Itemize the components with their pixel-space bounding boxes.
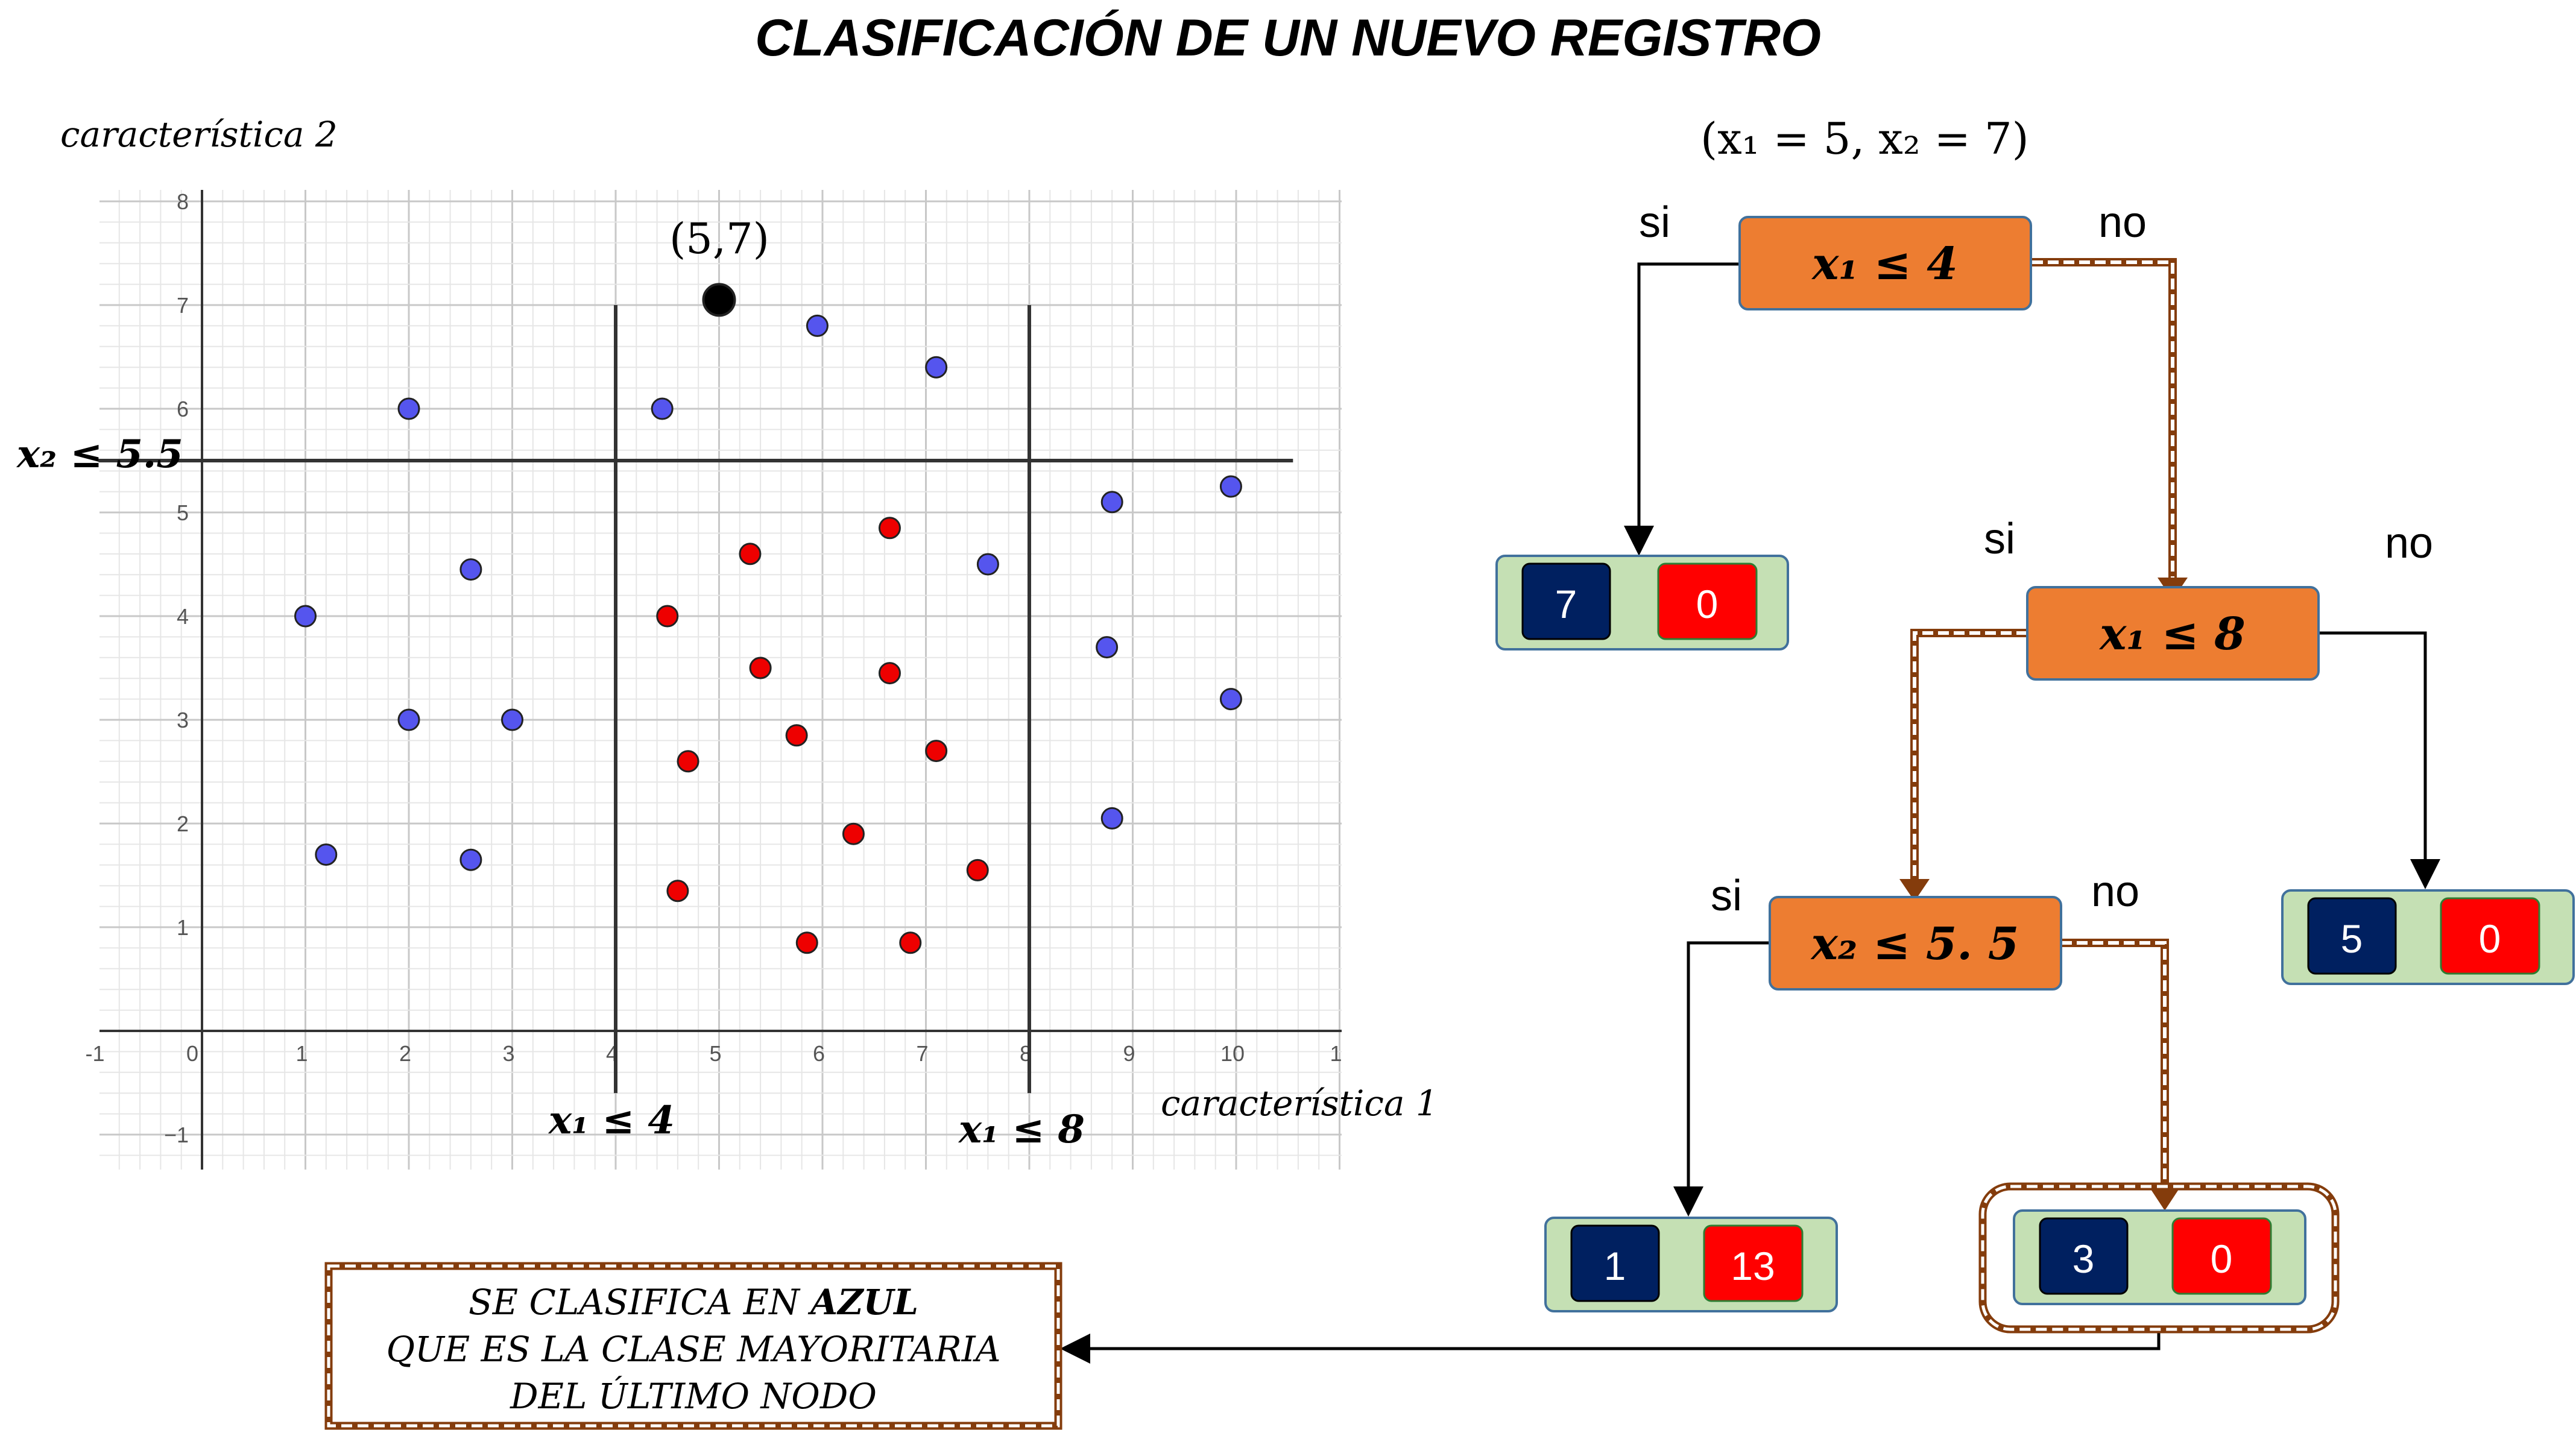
leaf-red-count: 0 <box>2211 1236 2233 1281</box>
split-label-x1-4: x₁ ≤ 4 <box>548 1098 675 1143</box>
blue-point <box>1096 636 1119 659</box>
result-box: SE CLASIFICA EN AZUL QUE ES LA CLASE MAY… <box>324 1262 1062 1430</box>
leaf-node-2: 5 0 <box>2281 889 2575 985</box>
split-label-x1-8: x₁ ≤ 8 <box>958 1107 1085 1152</box>
x-tick-label: 7 <box>916 1041 928 1066</box>
node-label: x₂ ≤ 5. 5 <box>1810 918 2019 970</box>
result-line-1: SE CLASIFICA EN AZUL <box>469 1282 918 1323</box>
red-point <box>842 822 865 845</box>
blue-point <box>1219 475 1242 498</box>
n1-no-label: no <box>2098 198 2147 247</box>
y-tick-label: 3 <box>177 708 189 732</box>
tree-node-x1-le-8: x₁ ≤ 8 <box>2026 586 2320 681</box>
n3-no-label: no <box>2091 868 2139 916</box>
x-tick-label: 10 <box>1220 1041 1245 1066</box>
leaf-red-count: 0 <box>1696 582 1719 626</box>
y-tick-label: 2 <box>177 811 189 836</box>
blue-point <box>294 605 317 628</box>
leaf-blue-count: 3 <box>2072 1236 2095 1281</box>
leaf-node-4-selected: 3 0 <box>1978 1182 2340 1334</box>
y-axis-label: característica 2 <box>60 114 338 155</box>
x-tick-label: 5 <box>709 1041 721 1066</box>
leaf-blue-count: 1 <box>1604 1244 1626 1288</box>
record-label: (x₁ = 5, x₂ = 7) <box>1700 113 2029 164</box>
red-point <box>899 931 922 954</box>
x-tick-label: 1 <box>295 1041 308 1066</box>
blue-point <box>806 314 829 337</box>
n2-yes-label: si <box>1984 515 2015 563</box>
result-line-3: DEL ÚLTIMO NODO <box>510 1376 877 1417</box>
node-label: x₁ ≤ 4 <box>1811 238 1958 290</box>
n1-yes-label: si <box>1639 198 1670 247</box>
y-tick-label: 1 <box>177 915 189 940</box>
y-tick-label: 8 <box>177 189 189 214</box>
x-tick-label: 6 <box>813 1041 825 1066</box>
blue-point <box>976 553 999 576</box>
page-title: CLASIFICACIÓN DE UN NUEVO REGISTRO <box>755 9 1821 67</box>
tree-node-x2-le-55: x₂ ≤ 5. 5 <box>1769 896 2062 991</box>
leaf-red-count: 13 <box>1731 1244 1775 1288</box>
blue-point <box>315 843 338 866</box>
blue-point <box>651 397 674 420</box>
red-point <box>785 724 808 747</box>
y-tick-label: −1 <box>164 1123 189 1147</box>
node-label: x₁ ≤ 8 <box>2098 608 2246 660</box>
new-record-point <box>702 283 736 317</box>
n3-yes-label: si <box>1711 872 1742 920</box>
plot-grid <box>99 190 1342 1170</box>
blue-point <box>397 708 420 731</box>
blue-point <box>925 356 948 379</box>
blue-point <box>501 708 523 731</box>
result-line-2: QUE ES LA CLASE MAYORITARIA <box>386 1329 1000 1370</box>
tree-connectors <box>1060 258 2440 1364</box>
red-point <box>878 517 901 540</box>
blue-point <box>1100 807 1123 830</box>
red-point <box>878 662 901 685</box>
y-tick-label: 5 <box>177 500 189 525</box>
leaf-node-3: 1 13 <box>1544 1217 1838 1312</box>
red-point <box>739 543 762 565</box>
red-point <box>656 605 679 628</box>
split-label-x2: x₂ ≤ 5.5 <box>16 432 183 477</box>
blue-point <box>1100 491 1123 514</box>
n2-no-label: no <box>2385 519 2433 567</box>
x-tick-label: -1 <box>85 1041 104 1066</box>
blue-point <box>459 848 482 871</box>
x-tick-label: 0 <box>186 1041 198 1066</box>
y-tick-label: 7 <box>177 293 189 318</box>
red-point <box>677 750 699 773</box>
x-axis-label: característica 1 <box>1161 1083 1438 1124</box>
red-point <box>795 931 818 954</box>
leaf-blue-count: 5 <box>2341 916 2363 961</box>
blue-point <box>1219 688 1242 711</box>
leaf-node-1: 7 0 <box>1495 555 1789 650</box>
x-tick-label: 9 <box>1123 1041 1135 1066</box>
plot-axes <box>99 190 1342 1170</box>
y-tick-label: 4 <box>177 604 189 629</box>
x-tick-label: 2 <box>399 1041 411 1066</box>
red-point <box>925 740 948 763</box>
plot-points <box>294 283 1242 954</box>
blue-point <box>397 397 420 420</box>
red-point <box>966 858 989 881</box>
x-tick-label: 3 <box>502 1041 514 1066</box>
leaf-red-count: 0 <box>2479 916 2501 961</box>
plot-split-lines <box>98 305 1293 1094</box>
red-point <box>749 657 772 679</box>
blue-point <box>459 558 482 581</box>
y-tick-label: 6 <box>177 397 189 421</box>
red-point <box>666 880 689 902</box>
leaf-blue-count: 7 <box>1555 582 1577 626</box>
x-tick-label: 1 <box>1330 1041 1342 1066</box>
new-point-label: (5,7) <box>669 214 769 263</box>
tree-node-x1-le-4: x₁ ≤ 4 <box>1738 216 2032 310</box>
